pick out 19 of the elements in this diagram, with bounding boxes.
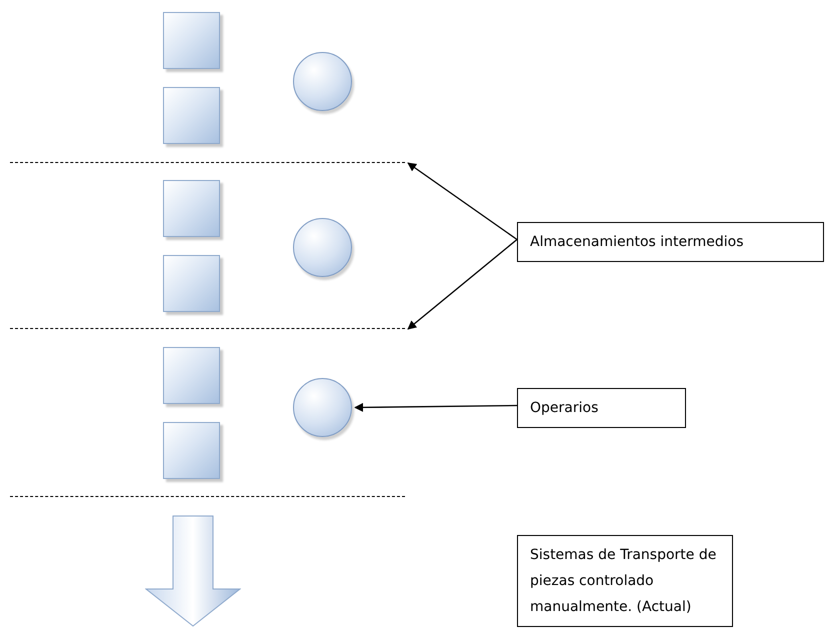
arrow — [354, 402, 517, 412]
label-box: Operarios — [517, 388, 686, 428]
square-block — [163, 255, 220, 312]
dashed-line — [10, 328, 405, 329]
circle-shape — [293, 218, 352, 277]
square-block — [163, 12, 220, 69]
dashed-line — [10, 162, 405, 163]
square-block — [163, 347, 220, 404]
square-block — [163, 87, 220, 144]
circle-shape — [293, 52, 352, 111]
circle-shape — [293, 378, 352, 437]
dashed-line — [10, 496, 405, 497]
square-block — [163, 180, 220, 237]
label-box: Sistemas de Transporte de piezas controlado manualmente. (Actual) — [517, 535, 733, 627]
arrow — [407, 239, 518, 330]
label-box: Almacenamientos intermedios — [517, 222, 824, 262]
block-arrow — [145, 515, 241, 627]
square-block — [163, 422, 220, 479]
arrow — [407, 162, 518, 240]
